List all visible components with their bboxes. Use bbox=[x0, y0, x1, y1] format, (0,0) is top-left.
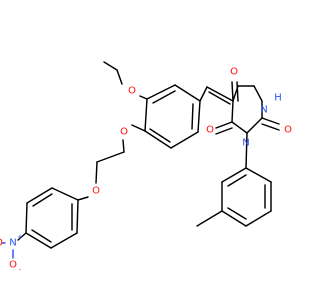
bond bbox=[196, 210, 223, 227]
bond bbox=[17, 232, 27, 241]
molecule-diagram: O O O O H N O O N N + O - O bbox=[0, 61, 292, 274]
structure-svg: O O O O H N O O N N + O - O bbox=[0, 61, 292, 274]
atom-nh-n: N bbox=[260, 105, 267, 116]
atom-nh-h: H bbox=[274, 93, 282, 104]
bond bbox=[149, 128, 171, 143]
bond bbox=[197, 100, 201, 133]
atom-o-charge: - bbox=[19, 266, 22, 274]
nitrophenyl-ring bbox=[25, 187, 79, 249]
bond bbox=[152, 90, 176, 104]
benzylidene-ring bbox=[144, 84, 201, 149]
atom-n-charge: + bbox=[17, 233, 23, 241]
bond bbox=[144, 130, 172, 149]
tolyl-ring bbox=[221, 167, 272, 227]
bond bbox=[215, 121, 233, 129]
bond bbox=[32, 193, 53, 207]
bond bbox=[131, 124, 146, 132]
atom-o-chain: O bbox=[92, 186, 100, 197]
atom-o-ethoxy: O bbox=[128, 86, 136, 97]
atom-n-ring: N bbox=[242, 138, 249, 149]
bond bbox=[122, 139, 125, 153]
atom-o-c6: O bbox=[206, 125, 214, 136]
bond bbox=[231, 81, 234, 102]
bond bbox=[245, 132, 248, 169]
bond bbox=[191, 103, 194, 130]
bond bbox=[95, 161, 98, 184]
bond bbox=[139, 95, 148, 100]
bond bbox=[261, 117, 280, 125]
bond bbox=[206, 86, 234, 102]
bond bbox=[236, 81, 239, 102]
atom-o-c4: O bbox=[230, 67, 238, 78]
bond bbox=[208, 91, 231, 105]
bond bbox=[261, 123, 280, 131]
barbiturate-ring bbox=[231, 85, 263, 134]
bond bbox=[174, 84, 201, 102]
bond bbox=[231, 121, 248, 134]
bond bbox=[221, 210, 247, 227]
bond bbox=[146, 84, 176, 100]
bond bbox=[25, 232, 52, 249]
bond bbox=[116, 69, 123, 85]
bond bbox=[227, 207, 247, 220]
bond bbox=[245, 167, 272, 183]
bond bbox=[103, 61, 118, 71]
bond bbox=[227, 174, 247, 187]
atom-o-nitro-minus: O bbox=[9, 260, 17, 271]
bond bbox=[77, 196, 89, 201]
bond bbox=[245, 210, 272, 227]
bond bbox=[246, 117, 263, 134]
atom-n-nitro: N bbox=[9, 238, 16, 249]
bond bbox=[215, 127, 233, 135]
bond bbox=[31, 229, 52, 243]
bond bbox=[199, 86, 208, 102]
atom-o-c2: O bbox=[284, 125, 292, 136]
ethyl-group bbox=[103, 61, 123, 85]
atom-o-ring-ether: O bbox=[120, 127, 128, 138]
bond bbox=[76, 199, 79, 234]
atom-o-nitro: O bbox=[0, 238, 3, 249]
bond bbox=[26, 187, 53, 204]
bond bbox=[51, 187, 79, 201]
bond bbox=[221, 167, 247, 183]
bond bbox=[231, 100, 234, 123]
bond bbox=[170, 131, 199, 149]
bond bbox=[253, 85, 263, 102]
bond bbox=[25, 202, 28, 234]
bond bbox=[50, 232, 78, 249]
bond bbox=[96, 151, 125, 163]
bond bbox=[144, 98, 148, 132]
